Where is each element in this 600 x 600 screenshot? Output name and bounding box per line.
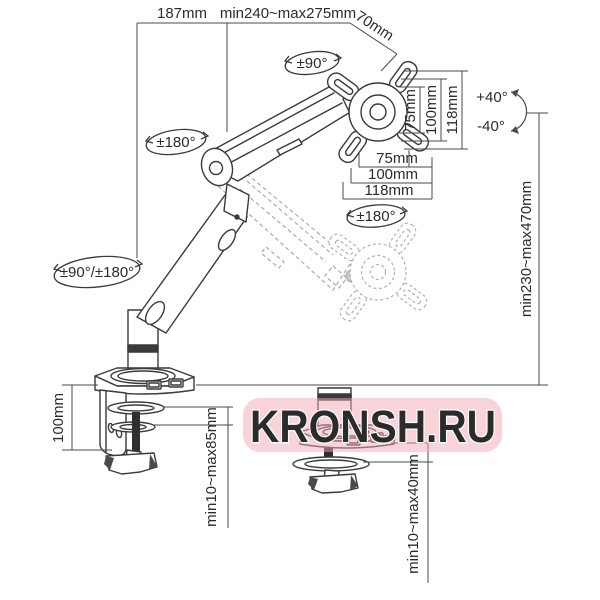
dim-clamp-height: 100mm [50,393,67,443]
rot-elbow: ±180° [156,134,195,151]
rotation-marks [52,50,409,289]
rot-tilt-up: +40° [476,89,507,106]
dim-vesa-h-118: 118mm [365,182,414,199]
watermark-text: KRONSH.RU [250,401,496,452]
vesa-plate [326,60,430,164]
dim-vesa-h-100: 100mm [368,166,418,183]
rot-head-swivel: ±90° [297,55,328,72]
dim-vesa-v-118: 118mm [444,86,461,135]
dim-vesa-v-100: 100mm [423,85,440,135]
elbow-cap [200,147,234,187]
dim-vesa-v-75: 75mm [402,89,419,131]
rot-vesa: ±180° [356,208,395,225]
dim-height-range: min230~max470mm [518,181,535,317]
rot-base: ±90°/±180° [60,264,134,281]
rot-tilt-down: -40° [477,118,505,135]
dim-arm-front-length: 187mm [157,5,207,22]
ghost-arm [218,164,359,291]
elbow-joint-block [223,183,250,223]
dim-vesa-h-75: 75mm [376,150,418,167]
dim-arm-rear-length: min240~max275mm [220,5,356,22]
ghost-vesa-plate [328,222,428,322]
dim-clamp-thickness: min10~max85mm [203,407,220,527]
lower-arm [136,194,248,334]
dim-grommet-thickness: min10~max40mm [405,454,422,574]
watermark: KRONSH.RU [243,398,502,453]
desk-clamp [94,367,195,475]
